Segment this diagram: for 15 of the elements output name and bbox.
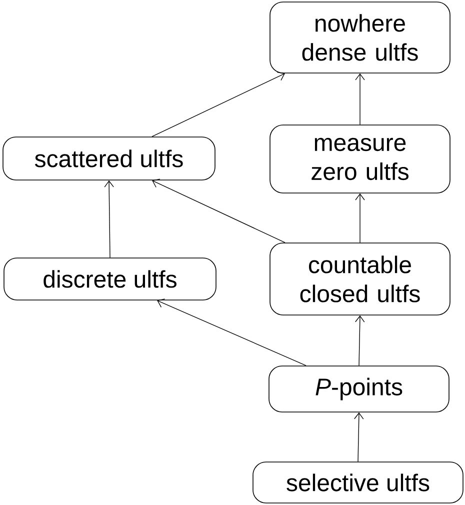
node-box: nowhere dense ultfs — [270, 2, 450, 74]
arrow — [355, 315, 365, 366]
arrow — [152, 178, 286, 243]
arrow — [355, 73, 365, 125]
node-box: countable closed ultfs — [270, 242, 450, 316]
node-box: selective ultfs — [252, 462, 464, 504]
node-box: scattered ultfs — [2, 136, 216, 180]
arrow — [354, 412, 364, 462]
arrow — [152, 72, 285, 137]
node-box: P-points — [268, 366, 450, 412]
node-box: measure zero ultfs — [270, 124, 450, 194]
node-box: discrete ultfs — [4, 258, 216, 300]
arrow — [104, 180, 114, 258]
arrow — [157, 298, 306, 366]
arrow — [355, 193, 365, 243]
